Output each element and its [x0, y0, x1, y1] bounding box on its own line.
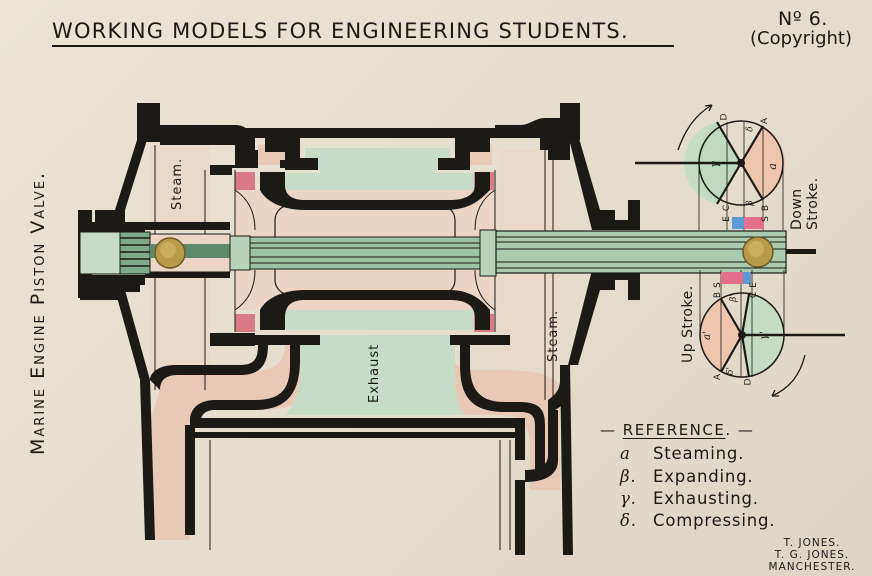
point-label: B [713, 291, 724, 299]
reference-heading: — REFERENCE. — [600, 421, 755, 439]
reference-symbol: β. [620, 467, 637, 486]
maker-line-1: T. JONES. [783, 537, 841, 549]
valve-diagram-down-stroke [635, 104, 786, 230]
maker-line-2: T. G. JONES. [774, 549, 850, 561]
piston-rod [79, 229, 816, 277]
reference-label: Exhausting. [653, 489, 759, 508]
point-label: S [712, 282, 723, 288]
label-up-stroke: Up Stroke. [680, 285, 696, 363]
label-down-stroke: Down Stroke. [789, 177, 821, 230]
point-label: D [719, 113, 730, 121]
reference-symbol: a [620, 444, 631, 463]
side-title: Marine Engine Piston Valve. [27, 170, 49, 455]
sector-label: δ' [725, 367, 736, 375]
reference-title: REFERENCE [622, 421, 726, 439]
reference-label: Expanding. [653, 467, 754, 486]
reference-item-compressing: δ. Compressing. [620, 511, 775, 530]
reference-item-steaming: a Steaming. [620, 444, 744, 463]
point-label: B [761, 204, 772, 212]
sector-label: γ' [758, 331, 770, 340]
valve-diagram-up-stroke [699, 270, 845, 397]
maker-line-3: MANCHESTER. [768, 561, 856, 573]
point-label: C [749, 291, 760, 299]
copyright-note: (Copyright) [750, 28, 852, 49]
card-number: Nº 6. [778, 8, 828, 30]
sector-label: β' [728, 294, 739, 302]
sector-label: a' [701, 331, 713, 340]
reference-item-exhausting: γ. Exhausting. [620, 489, 759, 508]
point-label: E [748, 282, 759, 288]
point-label: C [722, 204, 733, 212]
reference-symbol: γ. [620, 489, 637, 508]
sector-label: β [745, 200, 756, 206]
point-label: S [760, 216, 771, 222]
reference-label: Steaming. [653, 444, 745, 463]
point-label: A [760, 117, 771, 125]
title-underline [52, 45, 674, 47]
label-exhaust: Exhaust [367, 343, 382, 403]
sector-label: γ [707, 161, 721, 168]
page-title: WORKING MODELS FOR ENGINEERING STUDENTS. [52, 19, 629, 43]
reference-symbol: δ. [620, 511, 637, 530]
sector-label: a [765, 163, 779, 170]
label-steam-left: Steam. [170, 157, 185, 210]
sector-label: δ [745, 126, 756, 132]
reference-item-expanding: β. Expanding. [620, 467, 753, 486]
brass-pins [154, 236, 774, 269]
reference-label: Compressing. [653, 511, 776, 530]
point-label: A [713, 373, 724, 381]
point-label: D [743, 378, 754, 386]
point-label: E [721, 216, 732, 222]
label-steam-right: Steam. [546, 309, 561, 362]
